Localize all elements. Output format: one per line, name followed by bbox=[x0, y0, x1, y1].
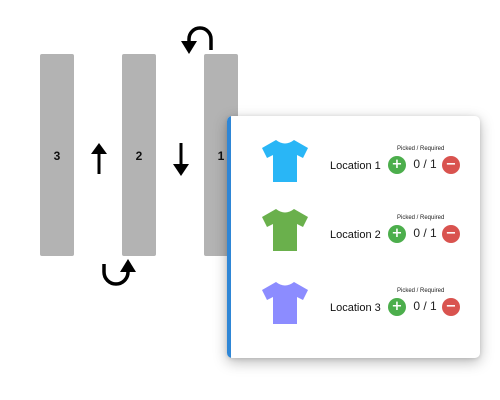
pick-row-location-1: Location 1 Picked / Required + 0 / 1 − bbox=[227, 138, 480, 208]
u-turn-top-icon bbox=[181, 26, 213, 54]
location-label: Location 2 bbox=[330, 229, 381, 241]
panel-accent-bar bbox=[227, 116, 231, 358]
u-turn-bottom-icon bbox=[102, 259, 136, 286]
decrement-button[interactable]: − bbox=[442, 156, 460, 174]
picked-count: 0 / 1 bbox=[413, 226, 437, 240]
aisle-3: 3 bbox=[40, 54, 74, 256]
increment-button[interactable]: + bbox=[388, 298, 406, 316]
tshirt-shape bbox=[262, 209, 308, 251]
pick-row-location-2: Location 2 Picked / Required + 0 / 1 − bbox=[227, 207, 480, 277]
picked-count: 0 / 1 bbox=[413, 157, 437, 171]
decrement-button[interactable]: − bbox=[442, 225, 460, 243]
increment-button[interactable]: + bbox=[388, 156, 406, 174]
increment-button[interactable]: + bbox=[388, 225, 406, 243]
pick-list-panel: Location 1 Picked / Required + 0 / 1 − L… bbox=[227, 116, 480, 358]
pick-row-location-3: Location 3 Picked / Required + 0 / 1 − bbox=[227, 280, 480, 350]
pick-counter: + 0 / 1 − bbox=[388, 156, 460, 174]
location-label: Location 3 bbox=[330, 302, 381, 314]
aisle-number: 1 bbox=[217, 149, 225, 163]
location-label: Location 1 bbox=[330, 160, 381, 172]
decrement-button[interactable]: − bbox=[442, 298, 460, 316]
tshirt-shape bbox=[262, 140, 308, 182]
tshirt-icon bbox=[262, 140, 308, 182]
picked-required-header: Picked / Required bbox=[397, 288, 445, 294]
picked-required-header: Picked / Required bbox=[397, 215, 445, 221]
picked-count: 0 / 1 bbox=[413, 299, 437, 313]
tshirt-shape bbox=[262, 282, 308, 324]
pick-counter: + 0 / 1 − bbox=[388, 298, 460, 316]
picked-required-header: Picked / Required bbox=[397, 146, 445, 152]
tshirt-icon bbox=[262, 282, 308, 324]
aisle-number: 3 bbox=[53, 149, 61, 163]
aisle-number: 2 bbox=[135, 149, 143, 163]
aisle-2: 2 bbox=[122, 54, 156, 256]
pick-counter: + 0 / 1 − bbox=[388, 225, 460, 243]
arrow-up-icon bbox=[91, 143, 107, 174]
arrow-down-icon bbox=[173, 143, 189, 176]
tshirt-icon bbox=[262, 209, 308, 251]
